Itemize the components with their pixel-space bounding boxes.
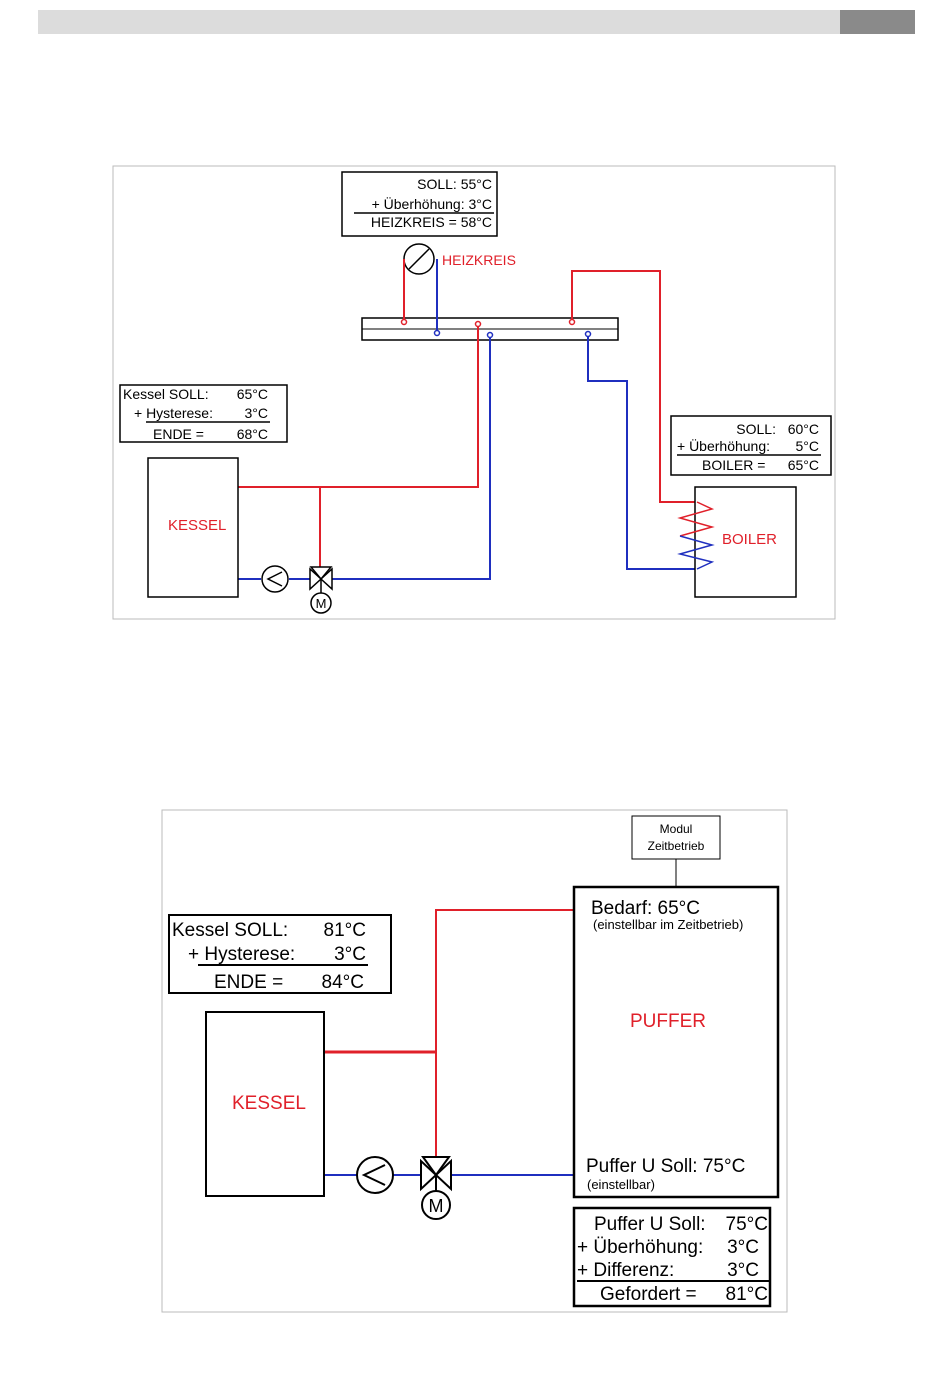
kessel-hysterese-label: + Hysterese: xyxy=(134,405,213,421)
heizkreis-result-text: HEIZKREIS = 58°C xyxy=(371,214,492,230)
boiler-coil-hot xyxy=(677,501,715,537)
bedarf-label: Bedarf: 65°C xyxy=(591,898,700,919)
puffer-u-soll-note: (einstellbar) xyxy=(587,1177,655,1192)
boiler-calc-box: SOLL: 60°C + Überhöhung: 5°C BOILER = 65… xyxy=(670,415,832,476)
boiler-soll-label: SOLL: xyxy=(736,421,776,437)
puffer-supply-pipe xyxy=(435,909,574,1157)
puffer-tank xyxy=(572,885,780,1199)
heizkreis-soll-text: SOLL: 55°C xyxy=(417,176,492,192)
boiler-label: BOILER xyxy=(722,531,777,548)
kessel-label-2: KESSEL xyxy=(232,1093,306,1114)
header-page-tab xyxy=(840,10,915,34)
boiler-return-pipe xyxy=(587,334,712,570)
heizkreis-calc-box: SOLL: 55°C + Überhöhung: 3°C HEIZKREIS =… xyxy=(341,171,498,237)
heizkreis-ueberhoehung-text: + Überhöhung: 3°C xyxy=(372,195,492,212)
motor-label-1: M xyxy=(316,596,327,611)
modul-label: Modul xyxy=(660,822,693,836)
boiler-ueberhoehung-value: 5°C xyxy=(796,438,820,454)
zeitbetrieb-label: Zeitbetrieb xyxy=(648,839,705,853)
gefordert-result-label: Gefordert = xyxy=(600,1284,697,1305)
kessel-soll-label: Kessel SOLL: xyxy=(123,386,209,402)
puffer-u-soll-label: Puffer U Soll: 75°C xyxy=(586,1156,745,1177)
kessel-pump-icon-2 xyxy=(356,1156,394,1194)
gefordert-ueberhoehung-label: + Überhöhung: xyxy=(577,1237,703,1258)
kessel-hysterese-value: 3°C xyxy=(245,405,269,421)
gefordert-puffer-value: 75°C xyxy=(726,1214,768,1235)
boiler-result-label: BOILER = xyxy=(702,457,765,473)
kessel-ende-value: 68°C xyxy=(237,426,268,442)
boiler-result-value: 65°C xyxy=(788,457,819,473)
gefordert-calc-box: Puffer U Soll: 75°C + Überhöhung: 3°C + … xyxy=(572,1206,772,1308)
gefordert-result-value: 81°C xyxy=(726,1284,768,1305)
kessel-pump-icon-1 xyxy=(261,565,289,593)
heizkreis-pump-icon xyxy=(403,243,435,275)
kessel2-ende-value: 84°C xyxy=(322,972,364,993)
kessel-ende-label: ENDE = xyxy=(153,426,204,442)
boiler-ueberhoehung-label: + Überhöhung: xyxy=(677,437,770,454)
kessel2-ende-label: ENDE = xyxy=(214,972,283,993)
kessel-calc-box-1: Kessel SOLL: 65°C + Hysterese: 3°C ENDE … xyxy=(119,384,288,443)
heizkreis-label: HEIZKREIS xyxy=(442,252,516,268)
gefordert-puffer-label: Puffer U Soll: xyxy=(594,1214,706,1235)
kessel-soll-value: 65°C xyxy=(237,386,268,402)
gefordert-differenz-value: 3°C xyxy=(727,1260,759,1281)
kessel-calc-box-2: Kessel SOLL: 81°C + Hysterese: 3°C ENDE … xyxy=(168,914,392,994)
diagram-2-frame xyxy=(161,809,788,1313)
bedarf-note: (einstellbar im Zeitbetrieb) xyxy=(593,917,743,932)
gefordert-differenz-label: + Differenz: xyxy=(577,1260,674,1281)
motor-label-2: M xyxy=(429,1196,444,1216)
boiler-soll-value: 60°C xyxy=(788,421,819,437)
gefordert-ueberhoehung-value: 3°C xyxy=(727,1237,759,1258)
diagram-1: SOLL: 55°C + Überhöhung: 3°C HEIZKREIS =… xyxy=(112,165,836,620)
valve-motor-icon-2 xyxy=(421,1190,451,1220)
manifold-return-pipe xyxy=(332,335,491,580)
valve-motor-icon-1 xyxy=(310,592,332,614)
diagram-2: Modul Zeitbetrieb Kessel SOLL: 81°C + Hy… xyxy=(161,809,788,1313)
kessel2-soll-value: 81°C xyxy=(324,920,366,941)
kessel2-hysterese-label: + Hysterese: xyxy=(188,944,295,965)
header-bar xyxy=(38,10,840,34)
boiler-supply-pipe xyxy=(571,270,697,503)
mixing-valve-icon-2: M xyxy=(420,1156,452,1220)
kessel-tank-1 xyxy=(147,457,239,598)
puffer-label: PUFFER xyxy=(630,1011,706,1032)
diagram-1-frame xyxy=(112,165,836,620)
kessel-supply-pipe xyxy=(238,324,479,488)
mixing-valve-icon-1: M xyxy=(309,566,333,614)
kessel2-soll-label: Kessel SOLL: xyxy=(172,920,288,941)
kessel-label-1: KESSEL xyxy=(168,517,226,534)
boiler-coil-cold xyxy=(677,535,715,570)
kessel-tank-2 xyxy=(205,1011,325,1197)
kessel2-hysterese-value: 3°C xyxy=(334,944,366,965)
boiler-tank xyxy=(694,486,797,598)
modul-zeitbetrieb-box: Modul Zeitbetrieb xyxy=(631,815,721,887)
